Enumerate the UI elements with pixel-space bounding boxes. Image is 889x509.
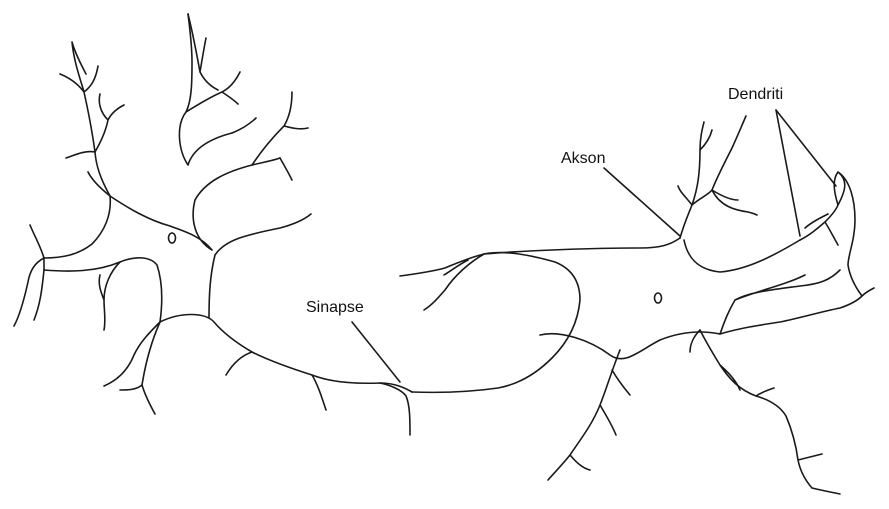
dendrite-leader-line-1 xyxy=(776,110,800,236)
left-dendrites-upper xyxy=(186,14,308,180)
right-dendrites-upper xyxy=(678,116,838,245)
right-neuron xyxy=(400,116,874,494)
axon-leader-line xyxy=(604,168,680,236)
synapse-label: Sinapse xyxy=(306,300,364,316)
left-neuron xyxy=(14,14,412,435)
left-dendrites xyxy=(14,42,160,414)
left-axon xyxy=(226,352,410,435)
right-dendrites-lower xyxy=(548,330,840,494)
axon-label: Akson xyxy=(561,151,605,167)
right-axon-terminal xyxy=(400,253,580,393)
synapse-leader-line xyxy=(352,322,400,382)
dendrites-label: Dendriti xyxy=(728,87,783,103)
left-cell-body-outline xyxy=(44,14,412,392)
dendrite-leader-line-2 xyxy=(776,110,836,186)
left-nucleus xyxy=(169,233,176,243)
right-dendrites-edge xyxy=(720,172,874,334)
right-nucleus xyxy=(655,293,662,303)
